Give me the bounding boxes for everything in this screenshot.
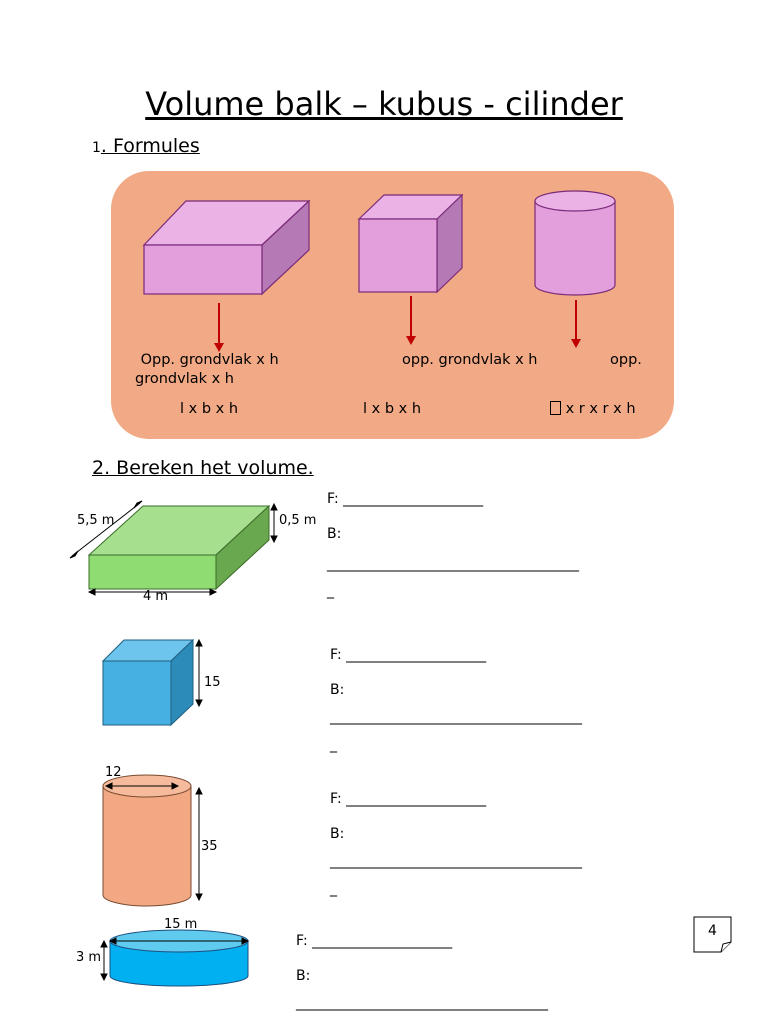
dimension-arrows [104,782,203,902]
calculation-label: B: [330,682,345,698]
section-heading-bereken: 2. Bereken het volume. [92,457,314,479]
cilinder-shape [534,190,616,296]
balk-shape [142,199,311,296]
dim-cilinder-height: 35 [201,839,218,854]
section-heading-formules: 1. Formules [92,134,200,160]
page-number-badge [693,916,732,953]
dim-cilinder-diameter: 12 [105,765,122,780]
arrow-down-icon [406,296,416,345]
answer-continuation[interactable]: _ [330,737,337,753]
dim-balk-depth: 5,5 m [77,513,115,528]
page-number: 4 [708,923,717,939]
dim-flat-cilinder-diameter: 15 m [164,917,198,932]
dim-kubus-side: 15 [204,675,221,690]
formula-wrap-text: grondvlak x h [135,371,234,387]
formula-cilinder-text: opp. [610,352,642,368]
calculation-label: B: [296,968,311,984]
blue-kubus-shape [101,638,195,727]
calculation-answer-line[interactable]: ____________________________________ [327,556,579,572]
calculation-answer-line[interactable]: ____________________________________ [296,995,548,1011]
kubus-shape [357,193,464,294]
calculation-answer-line[interactable]: ____________________________________ [330,853,582,869]
formula-answer-field[interactable]: F: ____________________ [327,491,484,507]
dim-balk-width: 4 m [143,589,169,604]
formula-answer-field[interactable]: F: ____________________ [330,791,487,807]
calculation-label: B: [330,826,345,842]
formula-kubus-expression: l x b x h [363,401,422,417]
formula-answer-field[interactable]: F: ____________________ [296,933,453,949]
section-number: 1 [92,140,101,156]
formula-cilinder-expression: x r x r x h [561,401,636,417]
formula-answer-field[interactable]: F: ____________________ [330,647,487,663]
dimension-arrows [69,500,278,596]
missing-glyph-pi-icon [550,401,561,415]
answer-continuation[interactable]: _ [327,583,334,599]
green-balk-shape [87,504,271,591]
arrow-down-icon [214,303,224,352]
section-label: . Formules [100,135,200,157]
orange-cilinder-shape [102,774,192,907]
dimension-arrows [195,638,203,708]
answer-continuation[interactable]: _ [330,881,337,897]
calculation-answer-line[interactable]: ____________________________________ [330,709,582,725]
calculation-label: B: [327,526,342,542]
dimension-arrows [100,937,250,982]
formula-balk-text: Opp. grondvlak x h [136,352,279,368]
cyan-cilinder-shape [109,929,249,987]
arrow-down-icon [571,300,581,348]
page-title: Volume balk – kubus - cilinder [145,85,623,123]
dim-flat-cilinder-height: 3 m [76,950,102,965]
formula-balk-expression: l x b x h [180,401,239,417]
dim-balk-height: 0,5 m [279,513,317,528]
formula-kubus-text: opp. grondvlak x h [402,352,538,368]
